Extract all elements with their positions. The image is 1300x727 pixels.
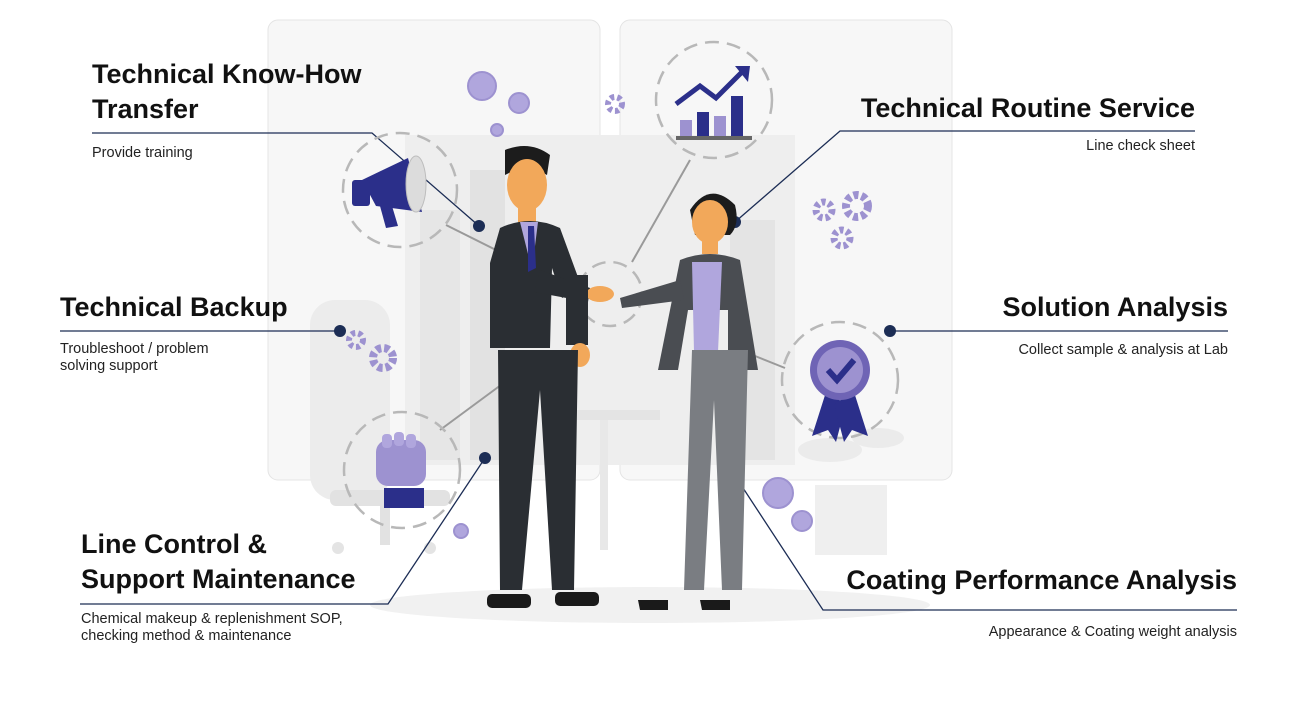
megaphone-icon [352, 155, 427, 228]
service-description: Appearance & Coating weight analysis [988, 624, 1237, 640]
fist-icon [376, 432, 426, 508]
service-routine-service: Technical Routine Service Line check she… [861, 91, 1195, 155]
service-title: Technical Backup [60, 292, 288, 322]
service-description: Line check sheet [1086, 138, 1195, 154]
service-description: Collect sample & analysis at Lab [1018, 342, 1228, 358]
businesswoman-figure [620, 193, 758, 610]
service-description: Chemical makeup & replenishment SOP,chec… [81, 611, 343, 644]
gear-icon [346, 94, 872, 372]
businessman-figure [487, 146, 614, 608]
service-coating-performance: Coating Performance Analysis Appearance … [846, 563, 1237, 641]
medal-check-icon [810, 340, 870, 442]
service-title: Technical Routine Service [860, 93, 1195, 123]
connector-lines [60, 130, 1237, 611]
bar-chart-icon [674, 66, 752, 140]
service-title: Coating Performance Analysis [846, 565, 1237, 595]
service-description: Provide training [92, 145, 193, 161]
service-line-control: Line Control &Support Maintenance Chemic… [81, 527, 356, 645]
coin-icon [453, 71, 813, 539]
desk [570, 410, 660, 550]
service-title: Line Control &Support Maintenance [81, 529, 356, 594]
service-title: Solution Analysis [1002, 292, 1228, 322]
service-solution-analysis: Solution Analysis Collect sample & analy… [1002, 290, 1228, 359]
plant [798, 428, 904, 555]
